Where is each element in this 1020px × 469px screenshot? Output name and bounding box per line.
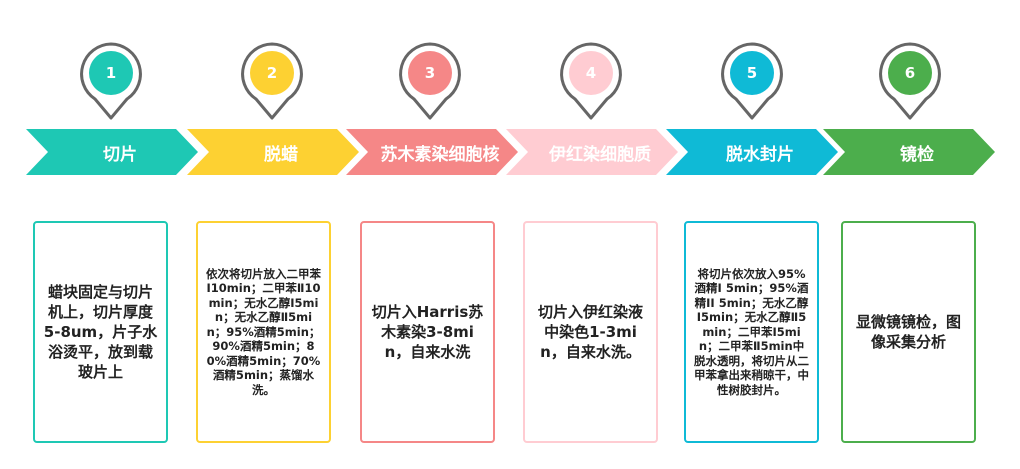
step-title: 镜检 — [900, 144, 934, 165]
step-arrow-4: 伊红染细胞质 — [506, 129, 678, 175]
step-number: 5 — [746, 63, 758, 82]
step-marker-6: 6 — [876, 41, 944, 121]
step-description-text: 将切片依次放入95%酒精I 5min；95%酒精II 5min；无水乙醇Ⅰ5mi… — [694, 266, 809, 397]
step-arrow-6: 镜检 — [823, 129, 995, 175]
step-marker-3: 3 — [396, 41, 464, 121]
map-pin-icon — [399, 42, 461, 120]
step-title: 脱蜡 — [264, 144, 298, 165]
step-description-3: 切片入Harris苏木素染3-8min，自来水洗 — [360, 221, 495, 443]
step-description-text: 蜡块固定与切片机上，切片厚度5-8um，片子水浴烫平，放到载玻片上 — [43, 283, 158, 381]
step-marker-1: 1 — [77, 41, 145, 121]
step-description-text: 显微镜镜检，图像采集分析 — [855, 313, 961, 351]
step-description-2: 依次将切片放入二甲苯Ⅰ10min；二甲苯Ⅱ10min；无水乙醇Ⅰ5min；无水乙… — [196, 221, 331, 443]
map-pin-icon — [560, 42, 622, 120]
step-arrow-2: 脱蜡 — [187, 129, 359, 175]
step-arrow-3: 苏木素染细胞核 — [346, 129, 518, 175]
step-number: 4 — [585, 63, 597, 82]
step-description-1: 蜡块固定与切片机上，切片厚度5-8um，片子水浴烫平，放到载玻片上 — [33, 221, 168, 443]
step-description-text: 切片入Harris苏木素染3-8min，自来水洗 — [371, 303, 484, 361]
map-pin-icon — [80, 42, 142, 120]
step-title: 切片 — [103, 144, 137, 165]
map-pin-icon — [241, 42, 303, 120]
step-description-6: 显微镜镜检，图像采集分析 — [841, 221, 976, 443]
step-description-4: 切片入伊红染液中染色1-3min，自来水洗。 — [523, 221, 658, 443]
step-title: 脱水封片 — [726, 144, 794, 165]
step-number: 3 — [424, 63, 436, 82]
map-pin-icon — [721, 42, 783, 120]
step-description-text: 依次将切片放入二甲苯Ⅰ10min；二甲苯Ⅱ10min；无水乙醇Ⅰ5min；无水乙… — [206, 266, 321, 397]
step-arrow-5: 脱水封片 — [666, 129, 838, 175]
step-number: 6 — [904, 63, 916, 82]
step-arrow-1: 切片 — [26, 129, 198, 175]
map-pin-icon — [879, 42, 941, 120]
step-title: 伊红染细胞质 — [549, 144, 651, 165]
step-number: 2 — [266, 63, 278, 82]
step-marker-5: 5 — [718, 41, 786, 121]
step-description-5: 将切片依次放入95%酒精I 5min；95%酒精II 5min；无水乙醇Ⅰ5mi… — [684, 221, 819, 443]
step-number: 1 — [105, 63, 117, 82]
step-marker-4: 4 — [557, 41, 625, 121]
step-description-text: 切片入伊红染液中染色1-3min，自来水洗。 — [537, 303, 643, 361]
step-title: 苏木素染细胞核 — [380, 144, 500, 165]
step-marker-2: 2 — [238, 41, 306, 121]
